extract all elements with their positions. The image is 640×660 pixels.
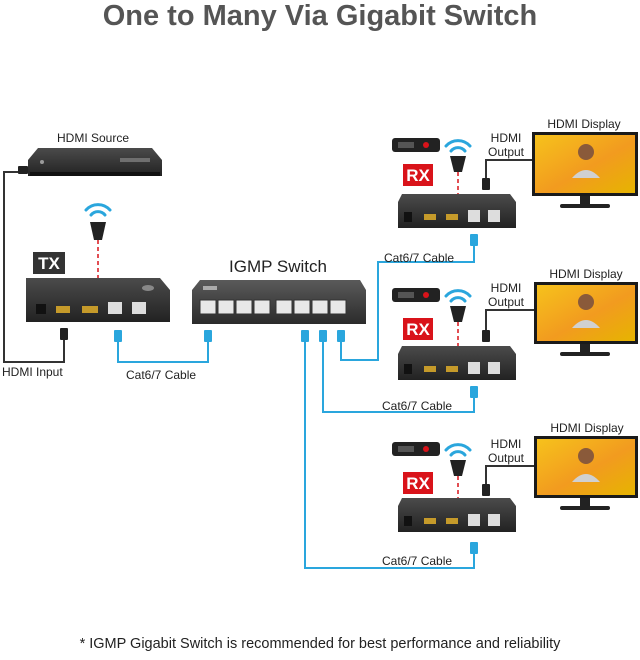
rx3-cable-label: Cat6/7 Cable (382, 554, 452, 568)
tx-badge-bg (33, 252, 65, 274)
rx-badge-bg-2 (403, 318, 433, 340)
hdmi-source-label: HDMI Source (57, 131, 129, 145)
rx-badge-bg-3 (403, 472, 433, 494)
ir-receiver-icon (90, 222, 106, 240)
igmp-switch-label: IGMP Switch (229, 257, 327, 276)
hdmi-display-label-1: HDMI Display (547, 117, 620, 131)
wifi-icon (444, 443, 472, 457)
rx-badge-2: RX (406, 320, 430, 339)
rj45-plugs (114, 234, 478, 554)
hdmi-display-label-2: HDMI Display (549, 267, 622, 281)
rx-badge-bg-1 (403, 164, 433, 186)
hdmi-display-2 (534, 282, 638, 356)
hdmi-output-label-3a: HDMI (491, 437, 522, 451)
hdmi-plugs (18, 166, 490, 496)
diagram-title: One to Many Via Gigabit Switch (102, 0, 538, 32)
wifi-icon (84, 203, 112, 217)
rx-device-2 (398, 346, 516, 380)
rx1-cable (340, 238, 475, 361)
wifi-icon (444, 289, 472, 303)
remote-control-2 (392, 288, 440, 302)
rx1-cable-label: Cat6/7 Cable (384, 251, 454, 265)
igmp-switch-device (192, 280, 366, 324)
hdmi-input-label: HDMI Input (2, 365, 63, 379)
hdmi-input-cable (3, 171, 65, 363)
hdmi-output-label-1a: HDMI (491, 131, 522, 145)
rx-device-3 (398, 498, 516, 532)
hdmi-output-cable-2 (485, 309, 534, 338)
ir-receiver-icon (450, 156, 466, 172)
hdmi-source-device (28, 148, 162, 176)
rx3-cable (304, 338, 475, 569)
footnote: * IGMP Gigabit Switch is recommended for… (79, 636, 561, 652)
hdmi-display-label-3: HDMI Display (550, 421, 623, 435)
hdmi-display-1 (532, 132, 638, 208)
hdmi-display-3 (534, 436, 638, 510)
tx-badge: TX (38, 254, 60, 273)
hdmi-output-label-3b: Output (488, 451, 525, 465)
rx2-cable (322, 338, 475, 413)
tx-cable-label: Cat6/7 Cable (126, 368, 196, 382)
remote-control-1 (392, 138, 440, 152)
rx-badge-3: RX (406, 474, 430, 493)
ir-receiver-icon (450, 306, 466, 322)
rx-device-1 (398, 194, 516, 228)
rx-badge-1: RX (406, 166, 430, 185)
rx2-cable-label: Cat6/7 Cable (382, 399, 452, 413)
wifi-icon (444, 139, 472, 153)
tx-device (26, 278, 170, 322)
tx-switch-cable (117, 338, 209, 363)
hdmi-output-label-2a: HDMI (491, 281, 522, 295)
hdmi-output-label-1b: Output (488, 145, 525, 159)
remote-control-3 (392, 442, 440, 456)
hdmi-output-cable-3 (485, 465, 534, 492)
hdmi-output-cable-1 (485, 159, 534, 186)
ir-receiver-icon (450, 460, 466, 476)
hdmi-output-label-2b: Output (488, 295, 525, 309)
